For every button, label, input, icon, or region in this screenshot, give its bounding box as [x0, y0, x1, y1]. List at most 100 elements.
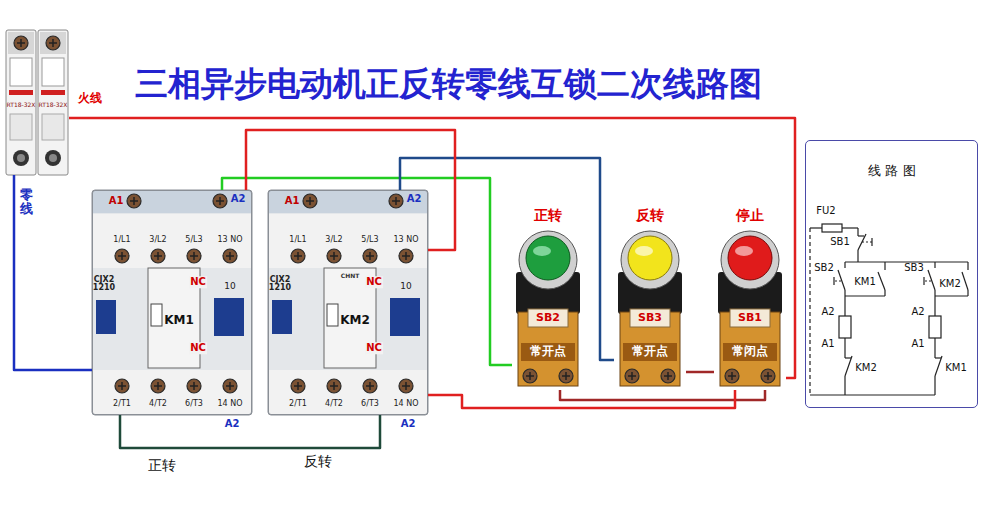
schematic — [810, 224, 968, 395]
part-label: A1 — [911, 338, 924, 350]
push-button: 正转 SB2 常开点 — [512, 205, 584, 390]
schematic-wire — [934, 290, 935, 316]
no-contact-symbol — [878, 272, 885, 290]
wire — [428, 390, 735, 408]
schematic-wire — [934, 376, 935, 395]
wire — [14, 175, 92, 370]
part-label: NC — [365, 342, 383, 354]
part-label: A1 — [109, 195, 124, 207]
push-button: 停止 SB1 常闭点 — [714, 205, 786, 390]
push-actuator — [924, 280, 931, 281]
part-label: 10 — [400, 281, 411, 291]
push-actuator — [923, 277, 924, 285]
wire — [686, 371, 714, 374]
part-label: 正转 — [148, 457, 176, 473]
part-label: 13 NO — [217, 235, 242, 244]
button-cap — [728, 236, 772, 280]
nc-contact-symbol — [858, 235, 864, 236]
part-label: 1/L1 — [113, 235, 130, 244]
part-label: A2 — [231, 193, 246, 205]
wire — [222, 178, 512, 365]
button-cap — [526, 236, 570, 280]
part-label: 13 NO — [393, 235, 418, 244]
schematic-wire — [844, 338, 845, 358]
coil-symbol — [839, 316, 851, 338]
schematic-wire — [857, 228, 858, 236]
part-label: 1/L1 — [289, 235, 306, 244]
part-label: SB1 — [830, 236, 850, 248]
part-label: 反转 — [304, 453, 332, 469]
schematic-wire — [844, 262, 845, 268]
schematic-wire — [844, 290, 845, 316]
part-label: KM2 — [855, 362, 877, 374]
node-text: SB2 — [536, 312, 560, 325]
node-text: KM2 — [340, 314, 370, 328]
part-label: 5/L3 — [361, 235, 378, 244]
button-body — [718, 231, 782, 386]
part-label: 6/T3 — [361, 399, 379, 408]
fuse-module — [38, 30, 68, 175]
part-label: 3/L2 — [149, 235, 166, 244]
no-contact-symbol — [838, 270, 845, 290]
part-label: SB2 — [814, 262, 834, 274]
button-cap — [628, 236, 672, 280]
diagram-title: 三相异步电动机正反转零线互锁二次线路图 — [135, 64, 762, 104]
schematic-wire — [934, 262, 935, 268]
button-body — [618, 231, 682, 386]
part-label: 2/T1 — [113, 399, 131, 408]
part-label: 2/T1 — [289, 399, 307, 408]
part-label: NC — [189, 342, 207, 354]
node-text: 停止 — [736, 207, 764, 223]
part-label: 14 NO — [393, 399, 418, 408]
coil-symbol — [929, 316, 941, 338]
contactor: KM2 — [268, 190, 428, 415]
part-label: SB3 — [904, 262, 924, 274]
node-text: 常开点 — [530, 345, 566, 359]
push-button: 反转SB3常开点 — [614, 205, 686, 390]
cap-highlight — [635, 246, 653, 256]
push-actuator — [834, 280, 841, 281]
schematic-wire — [884, 262, 885, 270]
push-actuator — [871, 238, 872, 246]
contactor: KM1 — [92, 190, 252, 415]
part-label: A2 — [401, 418, 416, 430]
nc-contact-symbol — [935, 356, 942, 376]
part-label: 5/L3 — [185, 235, 202, 244]
part-label: KM2 — [939, 278, 961, 290]
part-label: 3/L2 — [325, 235, 342, 244]
part-label: RT18-32X — [39, 102, 68, 109]
button-body — [516, 231, 580, 386]
no-contact-symbol — [962, 272, 968, 290]
part-label: CJX2 1210 — [267, 276, 293, 293]
schematic-wire — [884, 290, 885, 296]
contactor-body — [268, 190, 428, 415]
node-text: 常闭点 — [732, 345, 768, 359]
part-label: 4/T2 — [325, 399, 343, 408]
part-label: CHNT — [341, 273, 360, 280]
part-label: FU2 — [816, 205, 835, 217]
part-label: A2 — [407, 193, 422, 205]
part-label: 6/T3 — [185, 399, 203, 408]
part-label: A2 — [821, 306, 834, 318]
nc-contact-symbol — [845, 356, 852, 376]
part-label: 10 — [224, 281, 235, 291]
wire — [120, 415, 380, 448]
part-label: A1 — [285, 195, 300, 207]
schematic-wire — [935, 295, 968, 296]
schematic-wire — [934, 338, 935, 358]
wire — [69, 118, 795, 378]
node-text: SB1 — [738, 312, 762, 325]
schematic-wire — [845, 295, 885, 296]
node-text: 正转 — [534, 207, 562, 223]
part-label: NC — [365, 276, 383, 288]
node-text: KM1 — [164, 314, 194, 328]
schematic-wire — [857, 250, 858, 262]
wire — [400, 158, 614, 360]
node-text: SB3 — [638, 312, 662, 325]
part-label: CJX2 1210 — [91, 276, 117, 293]
schematic-wire — [810, 394, 935, 395]
schematic-wire — [810, 227, 822, 228]
part-label: 火线 — [78, 92, 102, 106]
part-label: A2 — [911, 306, 924, 318]
nc-contact-symbol — [845, 357, 851, 358]
